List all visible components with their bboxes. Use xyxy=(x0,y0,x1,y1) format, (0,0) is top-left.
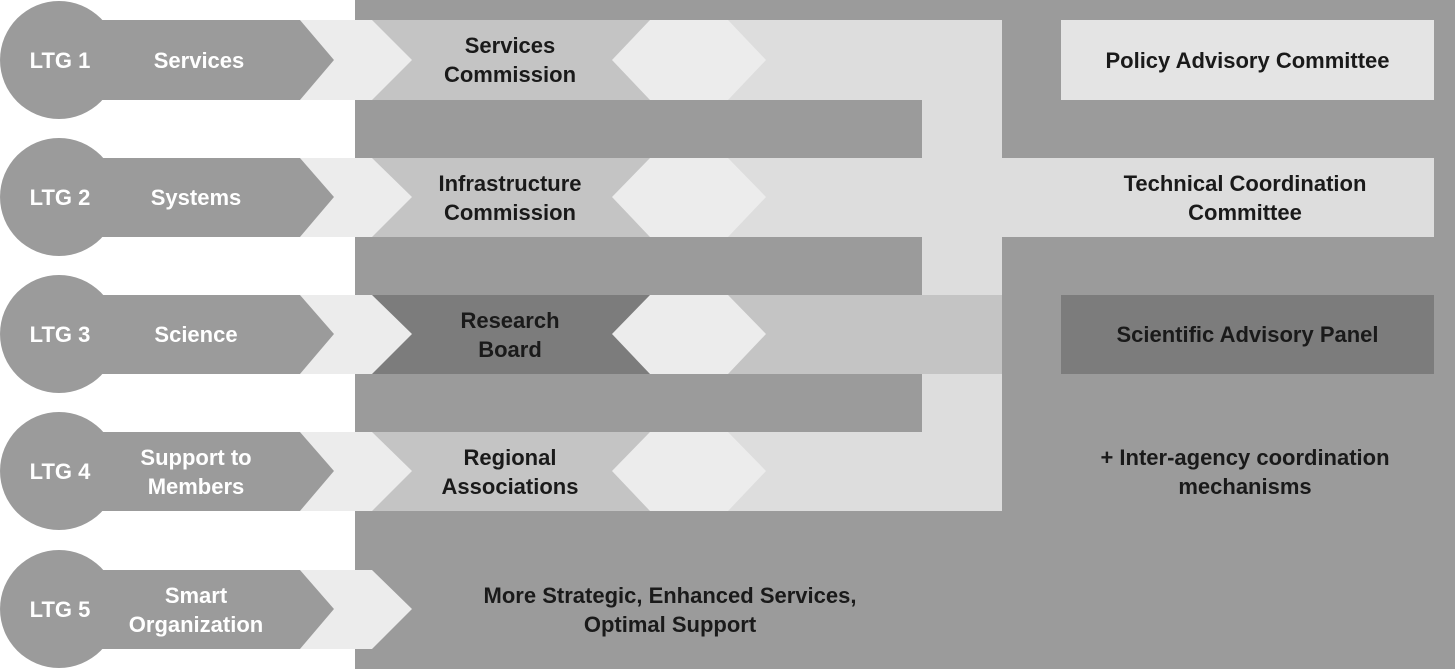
policy-committee-label: Policy Advisory Committee xyxy=(1105,47,1390,73)
ltg-arrow-5 xyxy=(0,550,334,668)
ltg-3-id: LTG 3 xyxy=(29,321,91,347)
chevron-arrow-2 xyxy=(300,158,412,237)
chevron-arrow-4 xyxy=(300,432,412,511)
regional-associations-box xyxy=(372,432,650,511)
hexagon-connector-3 xyxy=(612,295,766,374)
services-commission-label: Services Commission xyxy=(443,33,577,87)
chevron-arrow-1 xyxy=(300,20,412,100)
technical-connector-row4 xyxy=(720,432,1002,511)
chevron-arrow-3 xyxy=(300,295,412,374)
hexagon-connector-1 xyxy=(612,20,766,100)
ltg-4-name: Support to Members xyxy=(140,444,252,499)
research-board-label: Research Board xyxy=(460,307,560,362)
ltg-2-name: Systems xyxy=(150,185,242,210)
hexagon-connector-2 xyxy=(612,158,766,237)
ltg-arrow-2 xyxy=(0,138,334,256)
chevron-arrow-5 xyxy=(300,570,412,649)
ltg-1-id: LTG 1 xyxy=(29,47,91,73)
technical-connector-vertical xyxy=(922,20,1002,510)
ltg-1-name: Services xyxy=(153,47,245,73)
services-commission-box xyxy=(372,20,650,100)
ltg-arrow-1 xyxy=(0,1,334,119)
hexagon-connector-4 xyxy=(612,432,766,511)
infrastructure-commission-label: Infrastructure Commission xyxy=(438,170,582,225)
ltg-3-name: Science xyxy=(154,322,238,347)
infrastructure-commission-box xyxy=(372,158,650,237)
ltg-arrow-3 xyxy=(0,275,334,393)
policy-committee-box xyxy=(1061,20,1434,100)
ltg-2-id: LTG 2 xyxy=(29,184,91,210)
technical-committee-label: Technical Coordination Committee xyxy=(1123,170,1367,225)
ltg-arrow-4 xyxy=(0,412,334,530)
research-board-box xyxy=(372,295,650,374)
scientific-panel-label: Scientific Advisory Panel xyxy=(1116,322,1379,347)
ltg-5-id: LTG 5 xyxy=(29,596,91,622)
ltg-5-name: Smart Organization xyxy=(128,582,264,637)
regional-associations-label: Regional Associations xyxy=(441,444,579,499)
outcome-label: More Strategic, Enhanced Services, Optim… xyxy=(483,582,857,637)
interagency-label: + Inter-agency coordination mechanisms xyxy=(1100,444,1390,499)
ltg-4-id: LTG 4 xyxy=(29,458,91,484)
scientific-panel-box xyxy=(1061,295,1434,374)
technical-committee-band xyxy=(720,158,1434,237)
technical-connector-row3 xyxy=(720,295,1002,374)
